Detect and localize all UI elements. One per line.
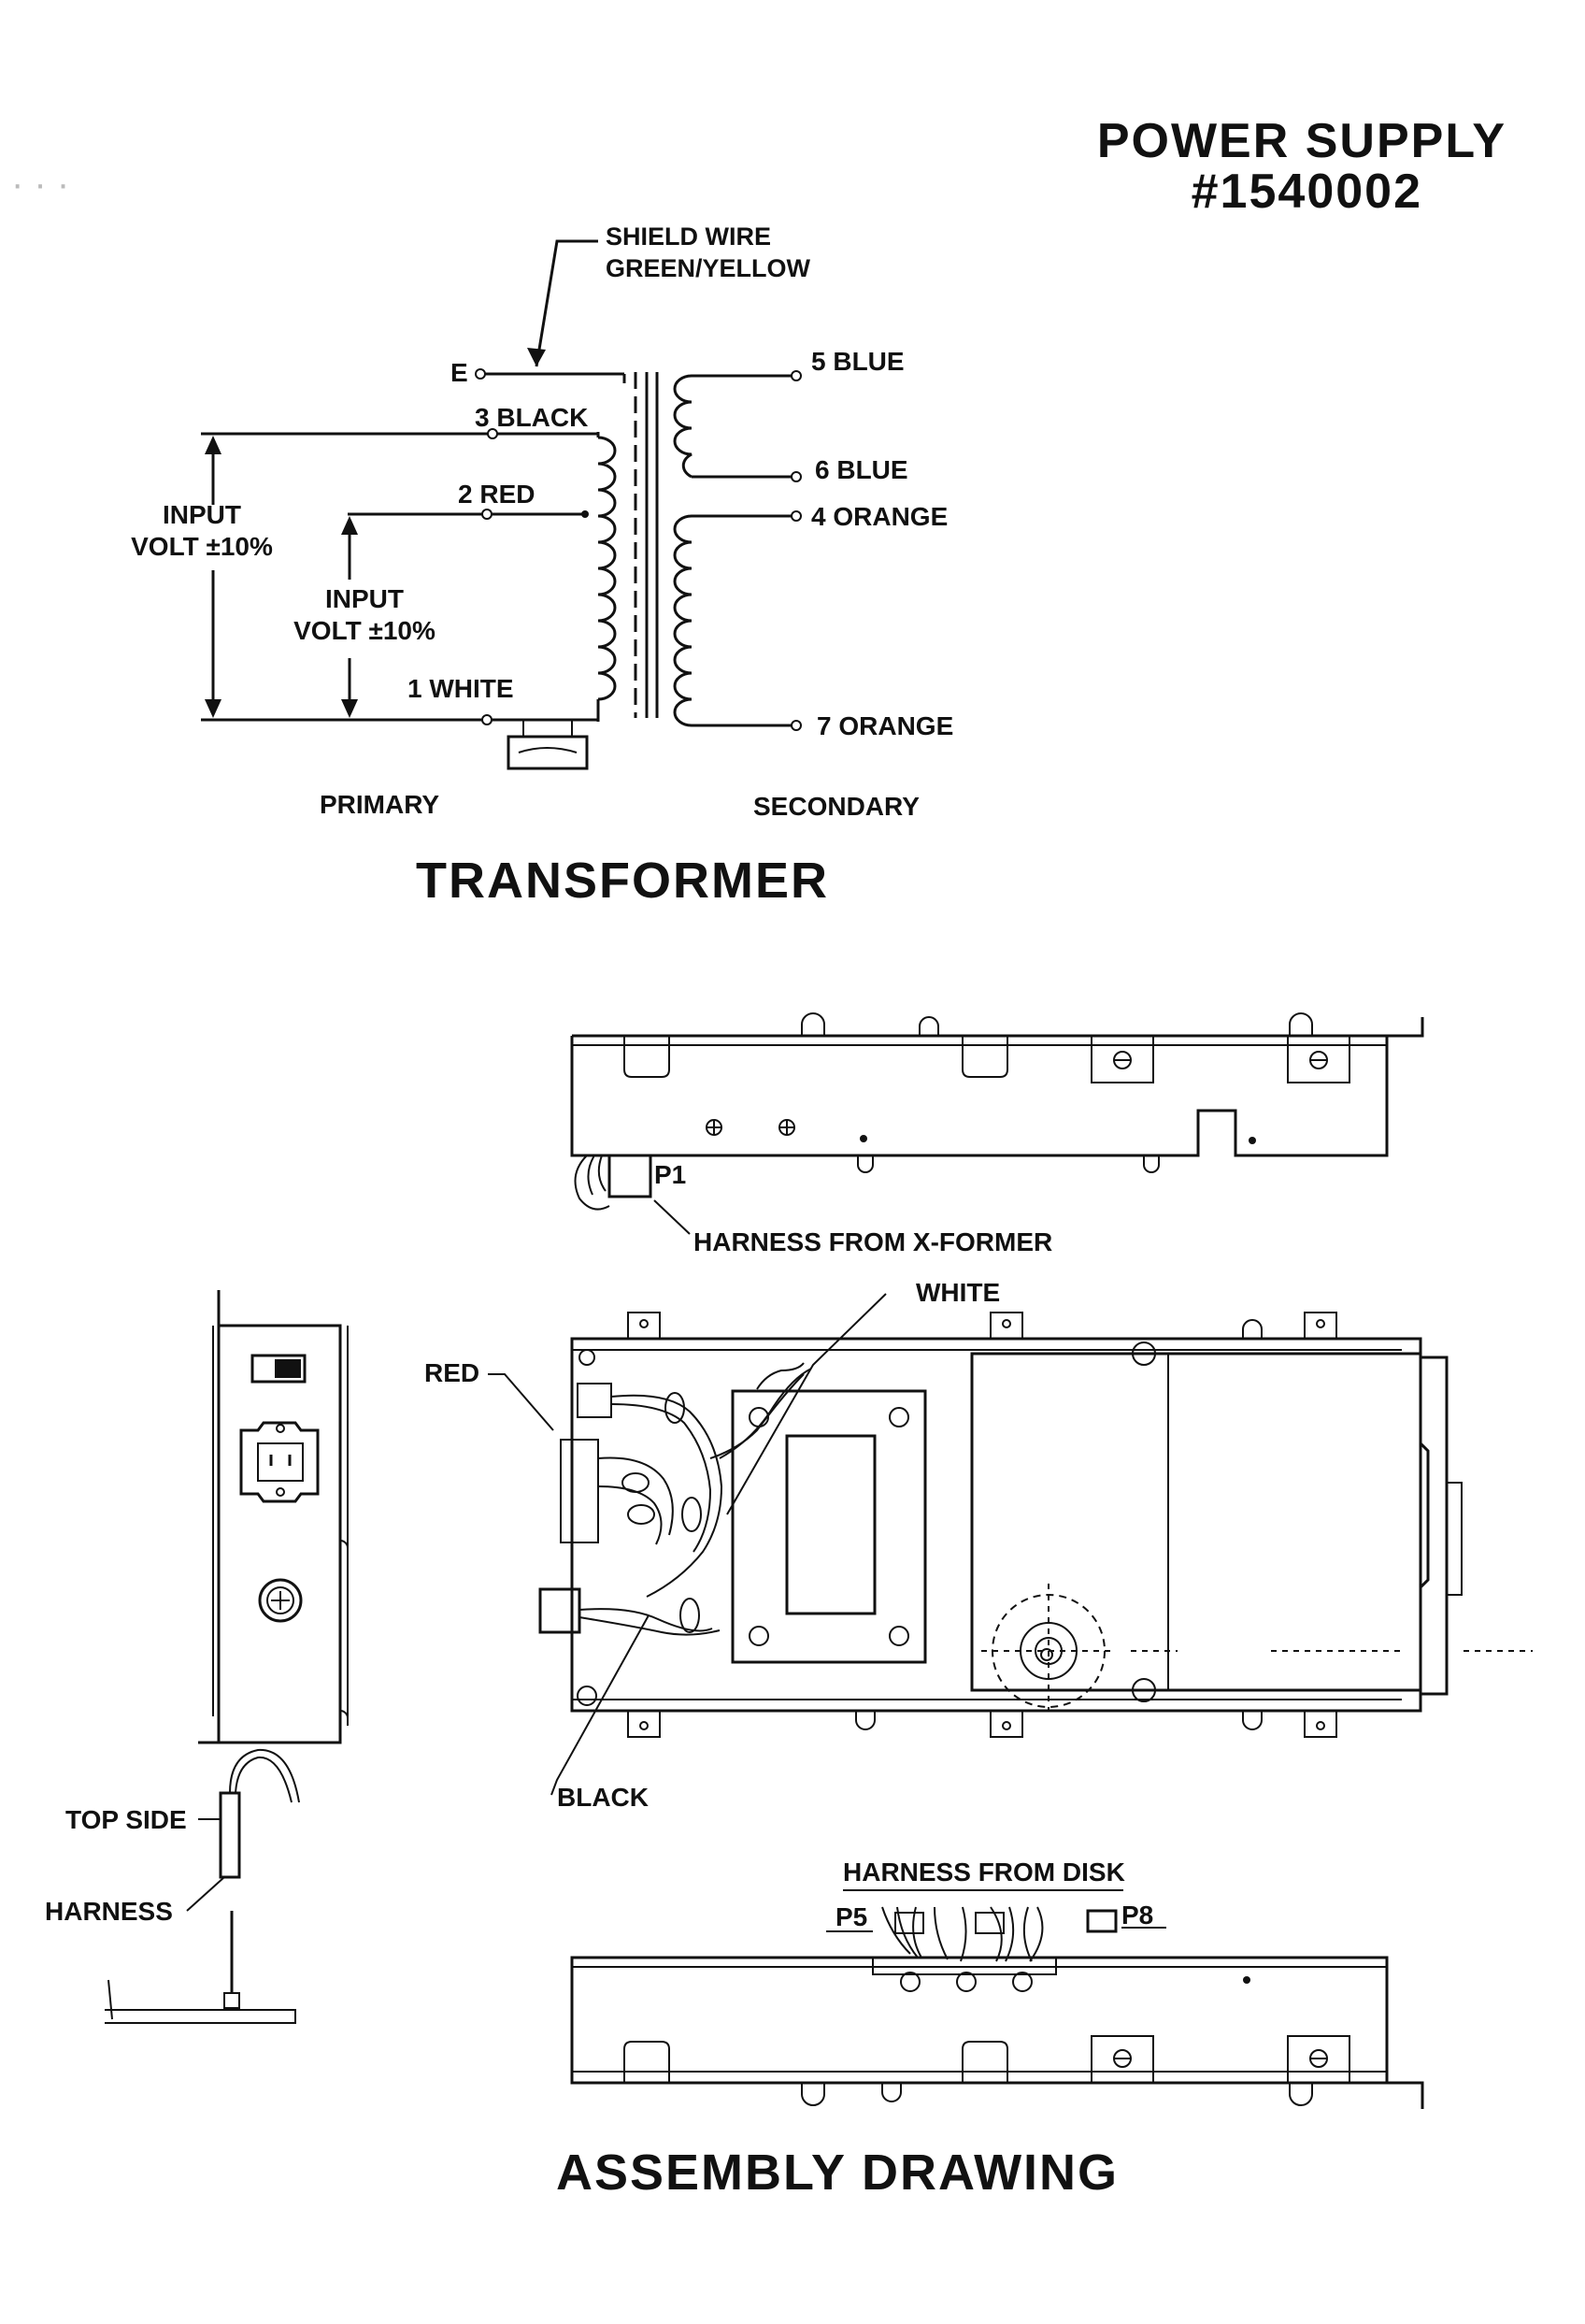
front-panel-view	[198, 1290, 349, 1744]
secondary-label: SECONDARY	[753, 792, 920, 821]
input-volt-outer-line2: VOLT ±10%	[131, 532, 273, 561]
p8-connector	[1086, 1909, 1118, 1933]
shield-wire-leader	[535, 239, 598, 367]
bottom-side-rail-view	[570, 1906, 1424, 2109]
shield-wire-label: SHIELD WIRE	[606, 222, 771, 251]
input-volt-inner-line1: INPUT	[325, 584, 404, 613]
fuse-cap	[258, 1578, 303, 1623]
red-wire-label: RED	[424, 1358, 479, 1387]
tap-2-red-label: 2 RED	[458, 480, 535, 509]
tap-6-blue-label: 6 BLUE	[815, 455, 908, 484]
page-title-line1: POWER SUPPLY	[1097, 114, 1506, 168]
secondary-coil-upper	[673, 374, 693, 479]
disk-drive-block	[970, 1352, 1422, 1692]
secondary-coil-lower	[673, 514, 693, 727]
p5-label: P5	[835, 1902, 867, 1931]
chassis-plan-view	[538, 1293, 1533, 1796]
p1-connector	[607, 1154, 652, 1198]
ac-inlet-terminal	[560, 1439, 599, 1543]
top-side-rail-view	[570, 1012, 1424, 1211]
transformer-core-window	[785, 1434, 877, 1615]
terminal-e-dot	[475, 368, 486, 380]
tap-5-blue-label: 5 BLUE	[811, 347, 905, 376]
harness-from-xformer-label: HARNESS FROM X-FORMER	[693, 1227, 1052, 1256]
transformer-schematic: SHIELD WIRE GREEN/YELLOW E 3 BLACK 2 RED…	[131, 222, 953, 821]
harness-sleeve	[219, 1791, 241, 1879]
white-wire-leader	[726, 1293, 887, 1515]
harness-from-disk-label: HARNESS FROM DISK	[843, 1858, 1125, 1886]
p1-label: P1	[654, 1160, 686, 1189]
red-wire-leader	[488, 1373, 554, 1431]
end-plate	[1419, 1356, 1449, 1696]
ac-inlet-socket	[239, 1421, 320, 1503]
page-title-line2: #1540002	[1192, 165, 1422, 219]
shield-arrow-icon	[527, 348, 546, 366]
top-side-label: TOP SIDE	[65, 1805, 187, 1834]
shield-wire-color-label: GREEN/YELLOW	[606, 254, 811, 282]
jumper-link	[518, 747, 578, 753]
harness-label: HARNESS	[45, 1897, 173, 1926]
top-rail-outline	[570, 1017, 1424, 1157]
front-panel-outline	[198, 1290, 342, 1744]
harness-xformer-leader	[653, 1199, 691, 1235]
chassis-outline	[570, 1337, 1430, 1713]
transformer-block	[731, 1389, 927, 1664]
white-wire-label: WHITE	[916, 1278, 1000, 1307]
harness-detail	[105, 1748, 300, 2024]
power-switch	[250, 1354, 307, 1384]
tap-1-white-label: 1 WHITE	[407, 674, 514, 703]
transformer-title: TRANSFORMER	[416, 853, 829, 909]
jumper-box	[507, 735, 589, 770]
terminal-e-label: E	[450, 358, 468, 387]
black-wire-label: BLACK	[557, 1783, 649, 1812]
bottom-rail-outline	[570, 1956, 1424, 2109]
fuse-holder	[538, 1587, 581, 1634]
end-tab	[1446, 1482, 1463, 1596]
assembly-drawing-title: ASSEMBLY DRAWING	[556, 2145, 1119, 2201]
input-volt-inner-line2: VOLT ±10%	[293, 616, 436, 645]
black-wire-leader	[550, 1614, 650, 1796]
tap-7-orange-label: 7 ORANGE	[817, 711, 953, 740]
faded-margin-mark: · · ·	[11, 164, 69, 205]
primary-label: PRIMARY	[320, 790, 439, 819]
p8-label: P8	[1121, 1901, 1153, 1929]
input-volt-outer-line1: INPUT	[163, 500, 241, 529]
primary-coil	[597, 436, 617, 701]
tap-4-orange-label: 4 ORANGE	[811, 502, 948, 531]
switch-terminal	[577, 1383, 612, 1418]
tap-3-black-label: 3 BLACK	[475, 403, 588, 432]
